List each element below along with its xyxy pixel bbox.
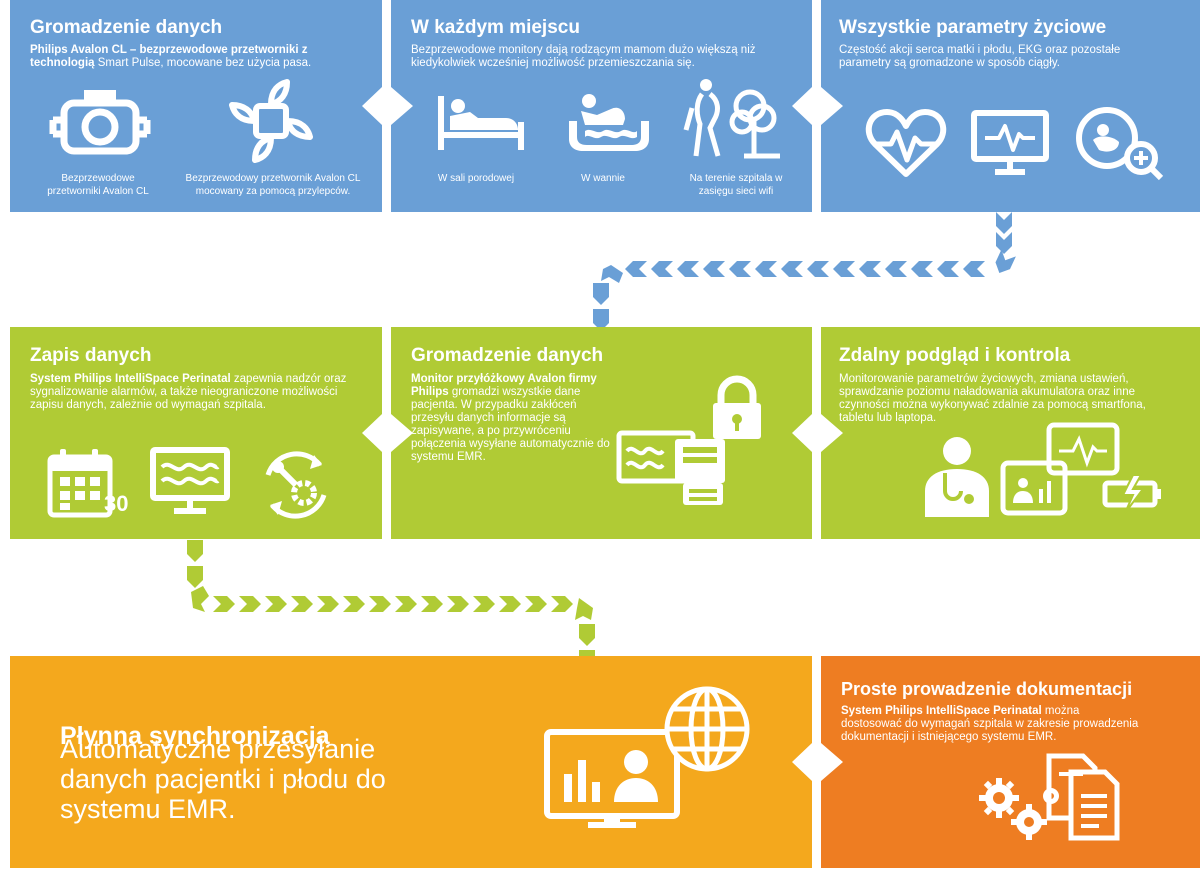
description-bold: Philips Avalon CL – bezprzewodowe przetw… [30, 44, 308, 69]
documents-icon [1043, 752, 1143, 842]
panel-everywhere: W każdym miejscu Bezprzewodowe monitory … [391, 0, 812, 212]
description-rest: gromadzi wszystkie dane pacjenta. W przy… [411, 386, 610, 463]
heart-rate-icon [865, 108, 947, 178]
panel-all-vital-signs: Wszystkie parametry życiowe Częstość akc… [821, 0, 1200, 212]
panel-description: System Philips IntelliSpace Perinatal mo… [841, 705, 1141, 744]
panel-description: Bezprzewodowe monitory dają rodzącym mam… [411, 44, 756, 69]
description-rest: Smart Pulse, mocowane bez użycia pasa. [94, 57, 312, 69]
description-bold: Monitor przyłóżkowy Avalon firmy Philips [411, 373, 597, 398]
caption-transducers: Bezprzewodowe przetworniki Avalon CL [47, 173, 149, 197]
sync-title: Płynna synchronizacja [60, 721, 330, 750]
panel-description: Monitorowanie parametrów życiowych, zmia… [839, 373, 1146, 424]
flow-arrow-blue [575, 205, 1035, 355]
description-bold: System Philips IntelliSpace Perinatal [841, 705, 1042, 717]
trace-monitor-icon [150, 447, 230, 517]
ecg-monitor-icon [971, 110, 1049, 176]
gears-icon [977, 774, 1067, 844]
doctor-icon [921, 435, 993, 519]
panel-description: Monitor przyłóżkowy Avalon firmy Philips… [411, 373, 621, 464]
patch-transducer-icon [223, 79, 319, 164]
panel-title: Zdalny podgląd i kontrola [839, 345, 1071, 366]
panel-title: Zapis danych [30, 345, 152, 366]
transducer-icon [49, 87, 151, 157]
caption-hospital-area: Na terenie szpitala w zasięgu sieci wifi [689, 173, 783, 197]
lock-icon [709, 375, 765, 441]
calendar-number: 30 [104, 491, 129, 516]
description-bold: System Philips IntelliSpace Perinatal [30, 373, 231, 385]
caption-delivery-room: W sali porodowej [437, 173, 515, 184]
panel-title: Gromadzenie danych [411, 345, 604, 366]
panel-description: Częstość akcji serca matki i płodu, EKG … [839, 44, 1121, 69]
bedside-monitor-icon [616, 427, 727, 507]
settings-cycle-icon [256, 445, 336, 525]
bathtub-icon [567, 93, 651, 153]
globe-icon [663, 685, 751, 773]
panel-title: Proste prowadzenie dokumentacji [841, 679, 1133, 699]
panel-remote-control: Zdalny podgląd i kontrola Monitorowanie … [821, 327, 1200, 539]
panel-simple-documentation: Proste prowadzenie dokumentacji System P… [821, 656, 1200, 868]
description-rest: można dostosować do wymagań szpitala w z… [841, 705, 1139, 743]
panel-title: Gromadzenie danych [30, 17, 223, 38]
panel-description: System Philips IntelliSpace Perinatal za… [30, 373, 350, 412]
caption-bathtub: W wannie [581, 173, 625, 184]
caption-patch-transducer: Bezprzewodowy przetwornik Avalon CL moco… [185, 173, 361, 197]
bed-icon [436, 92, 526, 152]
fetal-zoom-icon [1075, 106, 1165, 181]
panel-data-collection-sensors: Gromadzenie danych Philips Avalon CL – b… [10, 0, 382, 212]
emr-monitor-icon [544, 716, 680, 832]
calendar-icon: 30 [47, 449, 144, 519]
panel-bedside-collection: Gromadzenie danych Monitor przyłóżkowy A… [391, 327, 812, 539]
flow-arrow-green [183, 532, 623, 682]
description-rest: zapewnia nadzór oraz sygnalizowanie alar… [30, 373, 347, 411]
tablet-icon [1000, 422, 1171, 519]
panel-title: Wszystkie parametry życiowe [839, 17, 1107, 38]
sync-subtitle: Automatyczne przesyłanie danych pacjentk… [60, 734, 386, 824]
panel-data-recording: Zapis danych System Philips IntelliSpace… [10, 327, 382, 539]
panel-description: Philips Avalon CL – bezprzewodowe przetw… [30, 44, 350, 70]
walking-tree-icon [683, 78, 784, 159]
panel-title: W każdym miejscu [411, 17, 580, 38]
